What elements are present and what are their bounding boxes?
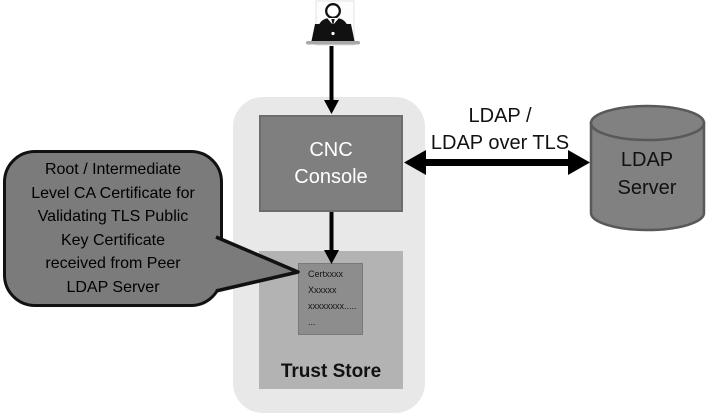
ldap-server-label-line2: Server [617, 177, 677, 199]
callout-line: LDAP Server [66, 278, 160, 296]
cnc-console-box: CNC Console [259, 115, 403, 212]
ldap-link-label: LDAP / LDAP over TLS [405, 103, 595, 157]
ldap-link-label-line2: LDAP over TLS [430, 132, 570, 154]
callout-line: received from Peer [45, 255, 181, 272]
callout-bubble: Root / Intermediate Level CA Certificate… [3, 150, 223, 307]
ldap-server-label: LDAP Server [590, 146, 704, 202]
callout-line: Root / Intermediate [44, 161, 182, 178]
callout-line: Validating TLS Public [37, 208, 189, 225]
ldap-link-label-line1: LDAP / [468, 105, 532, 127]
trust-store-label: Trust Store [280, 361, 382, 382]
ldap-server-label-line1: LDAP [620, 149, 674, 171]
user-at-laptop-icon [306, 0, 360, 46]
cnc-console-label-line2: Console [294, 165, 368, 188]
certificate-line: Xxxxxx [308, 285, 337, 295]
cnc-console-label-line1: CNC [309, 138, 353, 161]
callout-line: Key Certificate [60, 231, 166, 249]
certificate-line: Certxxxx [308, 269, 344, 279]
certificate-line: ... [308, 317, 316, 327]
certificate-line: xxxxxxxx..... [308, 301, 357, 311]
callout-line: Level CA Certificate for [31, 184, 195, 202]
certificate-box: Certxxxx Xxxxxx xxxxxxxx..... ... [298, 263, 363, 335]
